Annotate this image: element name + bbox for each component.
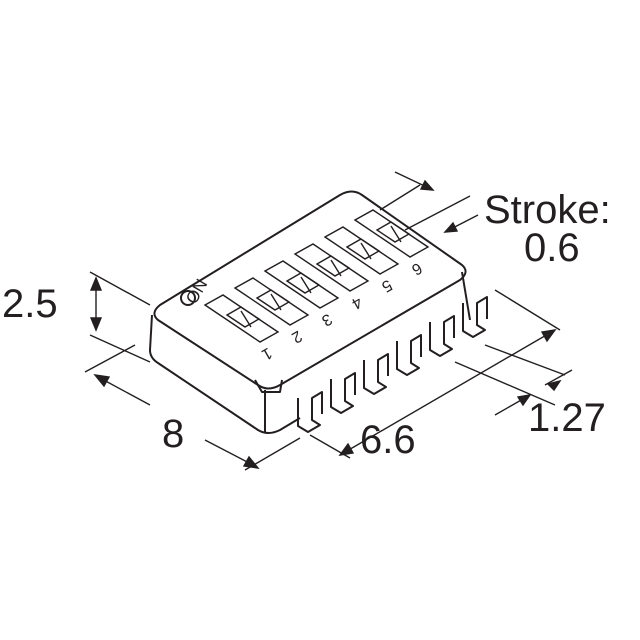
stroke-label: Stroke: — [484, 188, 611, 232]
pin — [363, 353, 389, 395]
switch-slot — [263, 260, 340, 309]
switch-slot — [353, 209, 430, 258]
pin — [462, 296, 488, 338]
height-dimension: 2.5 — [2, 282, 58, 326]
pin — [396, 334, 422, 376]
stroke-value: 0.6 — [524, 226, 580, 270]
body-corner-notch — [254, 379, 283, 393]
switch-slot — [293, 243, 370, 292]
pins — [297, 296, 488, 433]
switch-slots — [203, 209, 430, 343]
pin — [297, 391, 323, 433]
pin — [429, 315, 455, 357]
switch-slot — [323, 226, 400, 275]
width-dimension: 6.6 — [360, 418, 416, 462]
body-side-left — [149, 314, 301, 434]
pin — [330, 372, 356, 414]
switch-slot — [203, 294, 280, 343]
body-side-front — [264, 271, 471, 432]
length-dimension: 8 — [162, 412, 185, 456]
on-indicator — [180, 290, 196, 306]
dimension-lines — [84, 171, 573, 471]
switch-slot — [233, 277, 310, 326]
body-top-face — [153, 190, 467, 390]
pitch-dimension: 1.27 — [528, 396, 606, 440]
